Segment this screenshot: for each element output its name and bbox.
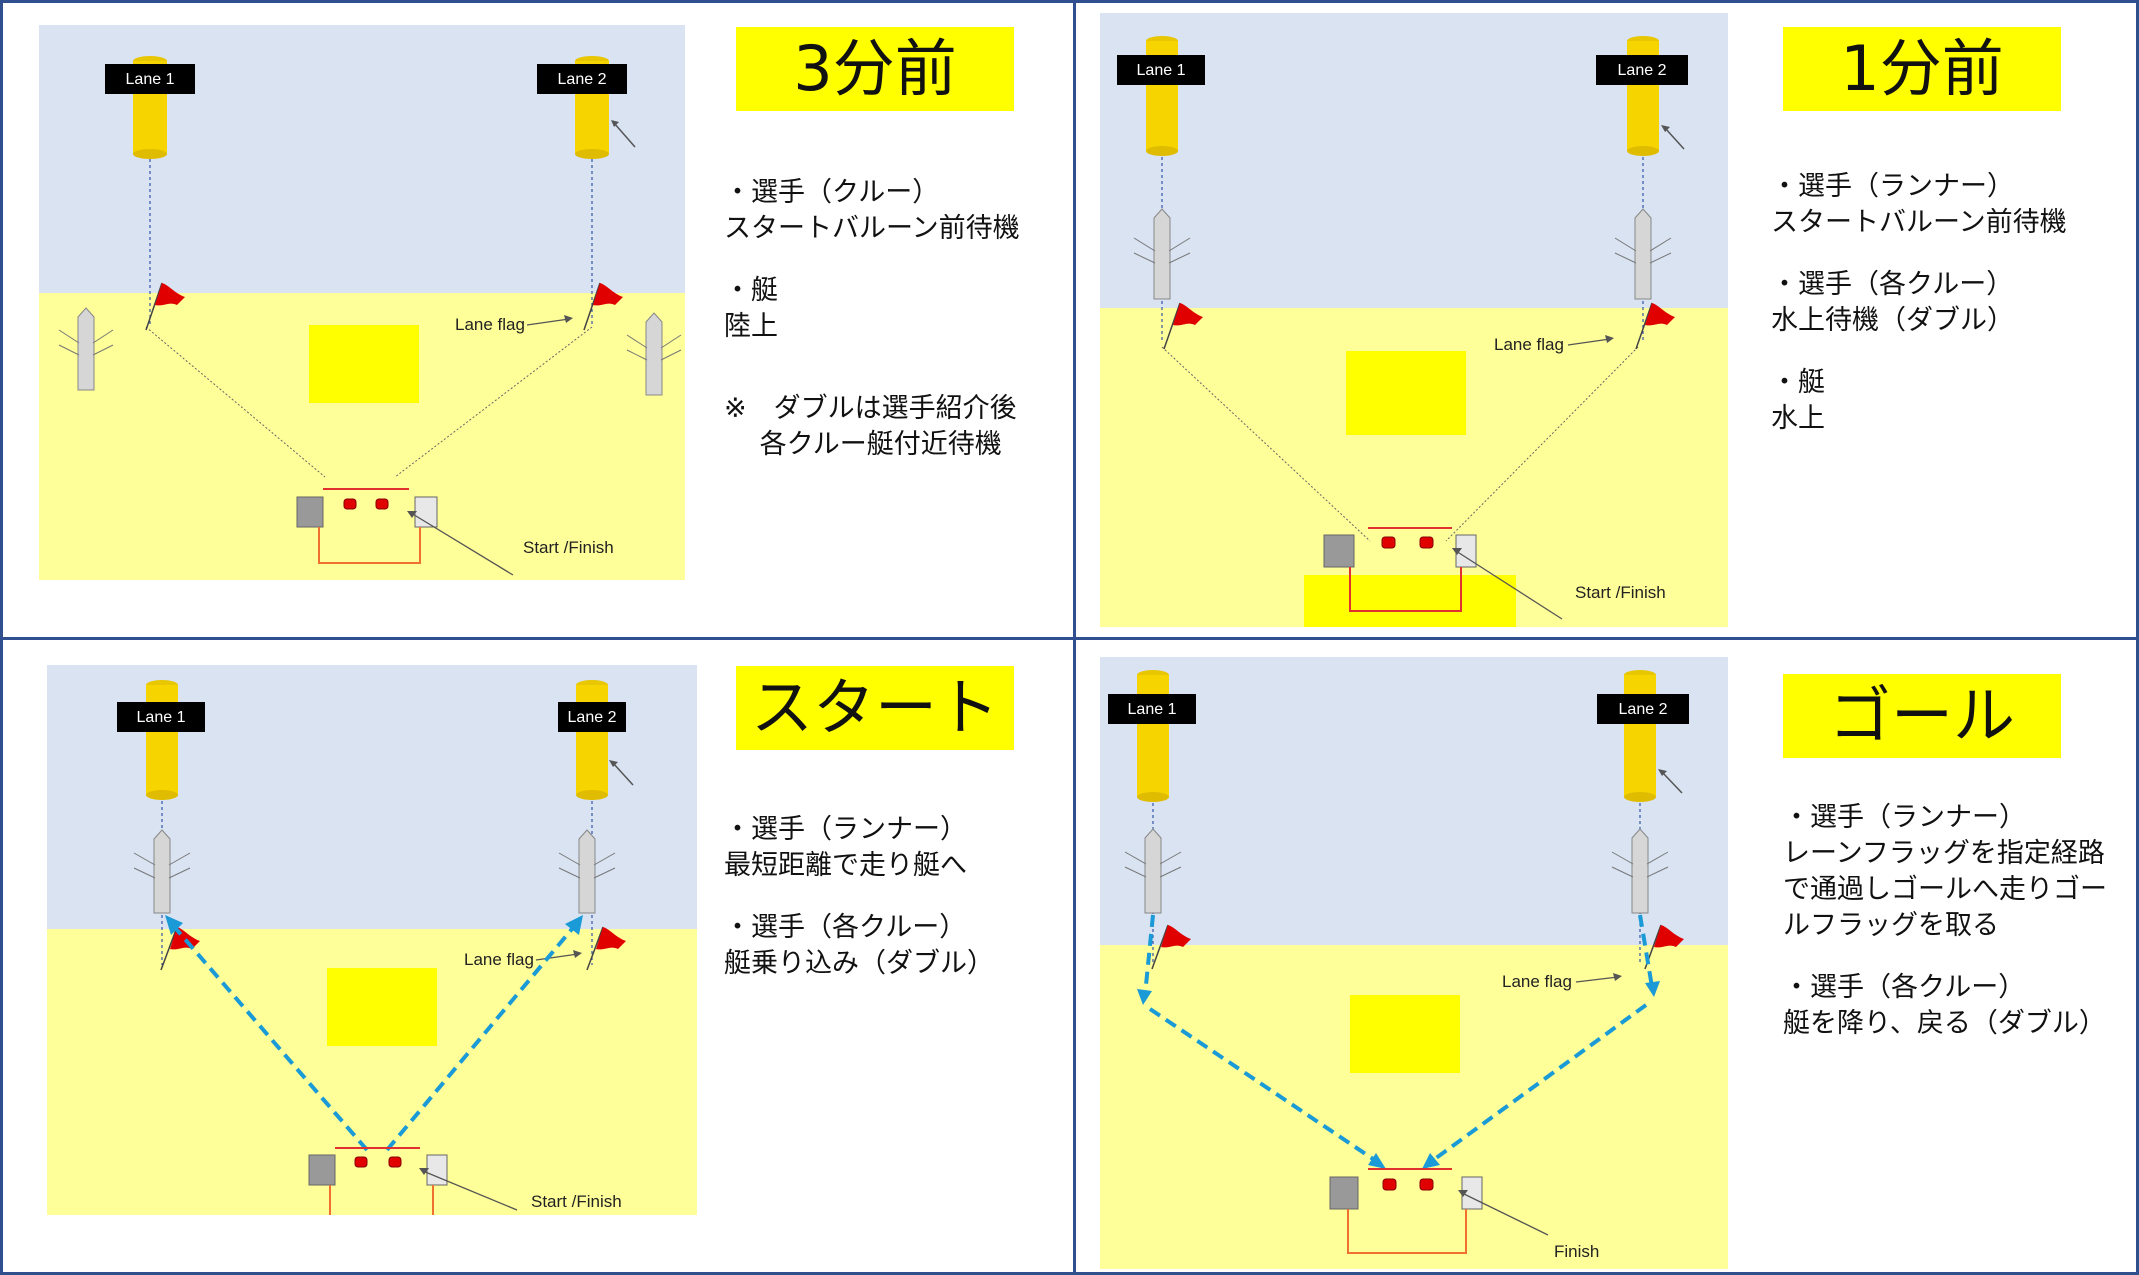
- svg-text:Start /Finish: Start /Finish: [523, 538, 614, 557]
- lane1-flag: [1163, 302, 1203, 350]
- panel-goal: Lane 1 Lane 2 Lan: [1073, 637, 2139, 1275]
- lane2-flag: [1635, 302, 1675, 350]
- course-diagram-3min: Lane 1 Lane 2 Lane flag: [39, 25, 685, 580]
- lane2-flag: [583, 282, 623, 331]
- panel-title-start: スタート: [736, 666, 1014, 750]
- boat-left: [58, 307, 114, 391]
- start-box: [1304, 575, 1516, 627]
- svg-text:Finish: Finish: [1554, 1242, 1599, 1261]
- svg-text:Lane 2: Lane 2: [558, 71, 607, 88]
- lane1-flag: [1151, 924, 1191, 970]
- lane1-tag: [105, 64, 195, 94]
- center-box: [309, 325, 419, 403]
- svg-text:Lane flag: Lane flag: [455, 315, 525, 334]
- runner-arrows: [165, 915, 583, 1152]
- lane2-buoy: Lane 2: [1597, 670, 1689, 802]
- svg-text:Lane 2: Lane 2: [1618, 62, 1667, 79]
- svg-text:Lane 1: Lane 1: [1137, 62, 1186, 79]
- boat-lane2: [1614, 208, 1672, 300]
- lane2-buoy: Lane 2: [558, 680, 626, 800]
- start-finish-area: [1323, 527, 1477, 612]
- course-diagram-goal: Lane 1 Lane 2 Lan: [1100, 657, 1728, 1269]
- boat-lane1: [1124, 828, 1182, 914]
- svg-text:Start /Finish: Start /Finish: [531, 1192, 622, 1211]
- panel-start: Lane 1 Lane 2 Lan: [0, 637, 1076, 1275]
- panel-title-goal: ゴール: [1783, 674, 2061, 758]
- start-finish-area: [296, 488, 438, 564]
- panel-3min: Lane 1 Lane 2 Lane flag: [0, 0, 1076, 640]
- lane2-buoy: Lane 2: [1596, 36, 1688, 156]
- lane2-tag: [537, 64, 627, 94]
- lane1-flag: [145, 282, 185, 331]
- svg-text:Lane flag: Lane flag: [464, 950, 534, 969]
- runner-arrows: [1137, 914, 1660, 1169]
- notes-start: ・選手（ランナー）最短距離で走り艇へ ・選手（各クルー）艇乗り込み（ダブル）: [724, 814, 994, 979]
- center-box: [1346, 351, 1466, 435]
- svg-text:Lane flag: Lane flag: [1494, 335, 1564, 354]
- start-finish-area: [308, 1147, 448, 1215]
- svg-text:Lane 1: Lane 1: [1128, 701, 1177, 718]
- lane1-buoy: Lane 1: [1108, 670, 1196, 802]
- svg-text:Lane 1: Lane 1: [137, 709, 186, 726]
- lane2-flag: [586, 926, 626, 971]
- svg-text:Lane flag: Lane flag: [1502, 972, 1572, 991]
- svg-text:Lane 2: Lane 2: [568, 709, 617, 726]
- svg-text:Lane 1: Lane 1: [126, 71, 175, 88]
- boat-lane2: [1611, 828, 1669, 914]
- center-box: [327, 968, 437, 1046]
- boat-lane1: [1133, 208, 1191, 300]
- course-diagram-1min: Lane 1 Lane 2: [1100, 13, 1728, 627]
- lane2-buoy: Lane 2: [537, 56, 627, 159]
- svg-text:Start /Finish: Start /Finish: [1575, 583, 1666, 602]
- center-box: [1350, 995, 1460, 1073]
- panel-1min: Lane 1 Lane 2: [1073, 0, 2139, 640]
- boat-right: [626, 312, 682, 396]
- boat-lane1: [133, 829, 191, 914]
- lane1-buoy: Lane 1: [1117, 36, 1205, 156]
- notes-3min: ・選手（クルー）スタートバルーン前待機 ・艇陸上 ※ ダブルは選手紹介後 各クル…: [724, 177, 1020, 460]
- course-diagram-start: Lane 1 Lane 2 Lan: [47, 665, 697, 1215]
- boat-lane2: [558, 829, 616, 914]
- land-area: [1100, 945, 1728, 1269]
- notes-goal: ・選手（ランナー）レーンフラッグを指定経路で通過しゴールへ走りゴールフラッグを取…: [1783, 802, 2107, 1039]
- svg-text:Lane 2: Lane 2: [1619, 701, 1668, 718]
- finish-area: [1329, 1168, 1483, 1254]
- panel-title-1min: 1分前: [1783, 27, 2061, 111]
- panel-title-3min: 3分前: [736, 27, 1014, 111]
- notes-1min: ・選手（ランナー）スタートバルーン前待機 ・選手（各クルー）水上待機（ダブル） …: [1771, 171, 2067, 434]
- lane1-buoy: Lane 1: [105, 56, 195, 159]
- lane1-buoy: Lane 1: [117, 680, 205, 800]
